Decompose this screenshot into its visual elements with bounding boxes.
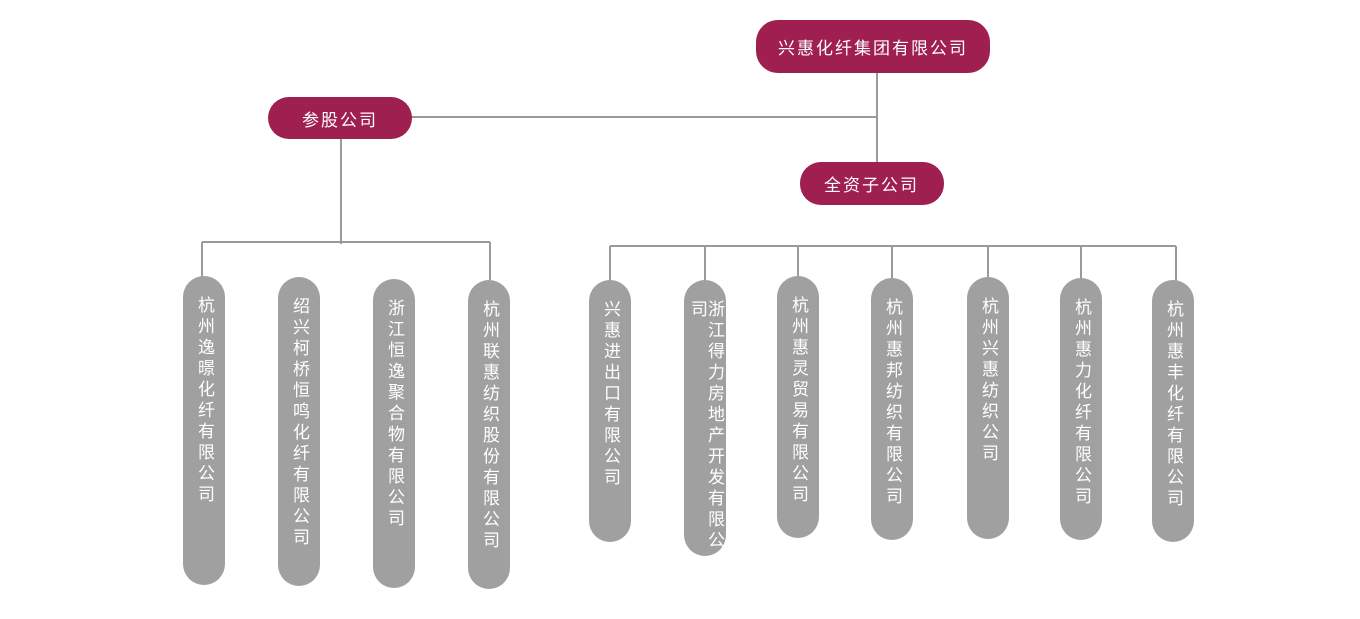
subsidiary-6: 杭州惠力化纤有限公司 — [1060, 278, 1102, 540]
subsidiary-3-label: 杭州惠灵贸易有限公司 — [788, 296, 809, 506]
subsidiary-3: 杭州惠灵贸易有限公司 — [777, 276, 819, 538]
holding-company-1: 杭州联惠纺织股份有限公司 — [468, 280, 510, 589]
subsidiary-4-label: 杭州惠邦纺织有限公司 — [882, 298, 903, 508]
subsidiary-5-label: 杭州兴惠纺织公司 — [978, 297, 999, 465]
holding-company-3-label: 绍兴柯桥恒鸣化纤有限公司 — [289, 297, 310, 549]
wholly-owned-branch-node: 全资子公司 — [800, 162, 944, 205]
holding-company-4-label: 杭州逸暻化纤有限公司 — [194, 296, 215, 506]
holding-company-2-label: 浙江恒逸聚合物有限公司 — [384, 299, 405, 530]
subsidiary-5: 杭州兴惠纺织公司 — [967, 277, 1009, 539]
subsidiary-6-label: 杭州惠力化纤有限公司 — [1071, 298, 1092, 508]
subsidiary-1-label: 兴惠进出口有限公司 — [600, 300, 621, 489]
subsidiary-4: 杭州惠邦纺织有限公司 — [871, 278, 913, 540]
holding-branch-label: 参股公司 — [302, 110, 378, 131]
root-node: 兴惠化纤集团有限公司 — [756, 20, 990, 73]
holding-company-1-label: 杭州联惠纺织股份有限公司 — [479, 300, 500, 552]
wholly-owned-branch-label: 全资子公司 — [824, 176, 920, 196]
subsidiary-7: 杭州惠丰化纤有限公司 — [1152, 280, 1194, 542]
subsidiary-1: 兴惠进出口有限公司 — [589, 280, 631, 542]
holding-company-2: 浙江恒逸聚合物有限公司 — [373, 279, 415, 588]
root-node-label: 兴惠化纤集团有限公司 — [778, 39, 968, 59]
subsidiary-2: 浙江得力房地产开发有限公司 — [684, 280, 726, 556]
subsidiary-7-label: 杭州惠丰化纤有限公司 — [1163, 300, 1184, 510]
holding-company-3: 绍兴柯桥恒鸣化纤有限公司 — [278, 277, 320, 586]
holding-company-4: 杭州逸暻化纤有限公司 — [183, 276, 225, 585]
holding-branch-node: 参股公司 — [268, 97, 412, 139]
subsidiary-2-label: 浙江得力房地产开发有限公司 — [687, 300, 724, 552]
